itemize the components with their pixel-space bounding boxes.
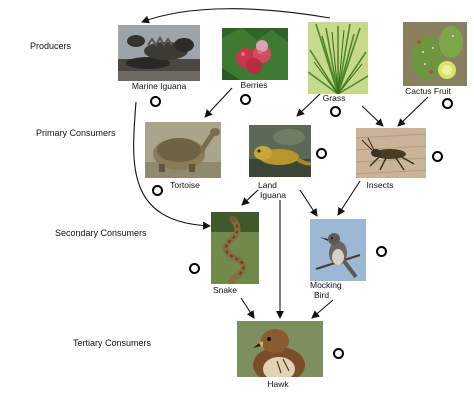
level-label-secondary-consumers: Secondary Consumers (55, 228, 147, 238)
arrow-cactus-fruit-to-insects (397, 96, 429, 127)
cactus-fruit-label: Cactus Fruit (405, 86, 451, 96)
arrow-land-iguana-to-snake (241, 189, 259, 206)
arrow-berries-to-tortoise (204, 87, 233, 118)
marine-iguana-answer-circle[interactable] (150, 96, 161, 107)
land-iguana-answer-circle[interactable] (316, 148, 327, 159)
arrow-land-iguana-to-mocking-bird (299, 189, 318, 217)
berries-answer-circle[interactable] (240, 94, 251, 105)
mocking-bird-label-line2: Bird (314, 290, 330, 300)
grass-label: Grass (322, 93, 346, 103)
level-label-producers: Producers (30, 41, 72, 51)
grass-answer-circle[interactable] (330, 106, 341, 117)
marine-iguana-label: Marine Iguana (131, 81, 187, 91)
snake-photo (211, 212, 259, 284)
level-label-primary-consumers: Primary Consumers (36, 128, 116, 138)
arrow-grass-to-marine-iguana (141, 8, 331, 24)
hawk-label: Hawk (267, 379, 289, 389)
arrow-insects-to-mocking-bird (337, 180, 361, 216)
insects-answer-circle[interactable] (432, 151, 443, 162)
arrow-grass-to-land-iguana (296, 91, 323, 117)
arrow-grass-to-insects (361, 105, 384, 127)
cactus-fruit-answer-circle[interactable] (442, 98, 453, 109)
snake-answer-circle[interactable] (189, 263, 200, 274)
land-iguana-label-line2: Iguana (260, 190, 286, 200)
berries-label: Berries (240, 80, 268, 90)
insects-label: Insects (366, 180, 394, 190)
land-iguana-label-line1: Land (258, 180, 277, 190)
tortoise-answer-circle[interactable] (152, 185, 163, 196)
mocking-bird-answer-circle[interactable] (376, 246, 387, 257)
land-iguana-photo (249, 125, 311, 177)
arrow-mocking-bird-to-hawk (311, 299, 334, 319)
mocking-bird-label-line1: Mocking (310, 280, 342, 290)
hawk-answer-circle[interactable] (333, 348, 344, 359)
level-label-tertiary-consumers: Tertiary Consumers (73, 338, 152, 348)
marine-iguana-photo (118, 25, 200, 81)
tortoise-photo (145, 122, 221, 178)
hawk-photo (237, 321, 323, 377)
insects-photo (356, 128, 426, 178)
snake-label: Snake (212, 285, 238, 295)
berries-photo (222, 28, 288, 80)
cactus-fruit-photo (403, 22, 467, 86)
arrow-snake-to-hawk (240, 297, 255, 319)
tortoise-label: Tortoise (170, 180, 200, 190)
mocking-bird-photo (310, 219, 366, 281)
arrow-marine-iguana-to-snake (133, 101, 211, 230)
grass-photo (308, 22, 368, 94)
